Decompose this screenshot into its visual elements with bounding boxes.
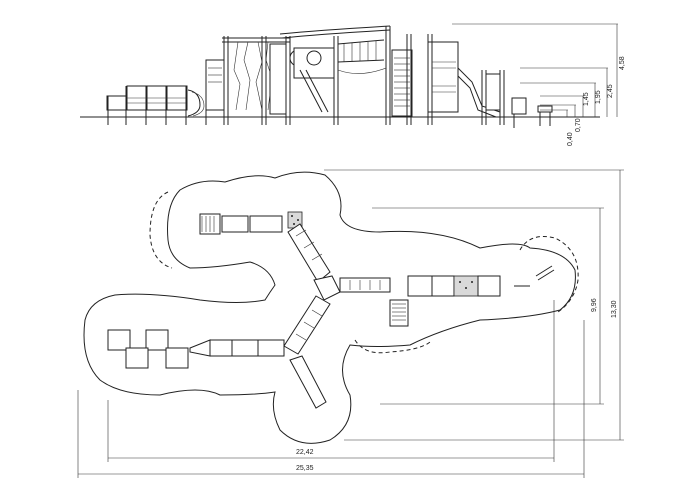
width-label-2242: 22,42 <box>296 449 314 456</box>
height-label-245: 2,45 <box>607 84 614 98</box>
plan-dimensions: 22,42 25,35 9,96 13,30 <box>77 169 624 478</box>
plan-view: 22,42 25,35 9,96 13,30 <box>77 169 624 478</box>
central-tower <box>222 25 391 125</box>
upper-left-branch <box>199 211 331 283</box>
height-label-195: 1,95 <box>595 90 602 104</box>
safety-zone-outline <box>83 171 576 444</box>
left-platform-group <box>106 59 225 125</box>
height-label-145: 1,45 <box>583 92 590 106</box>
hub-and-right-branch <box>313 265 555 327</box>
dashed-zone-left <box>149 191 173 269</box>
height-label-070: 0,70 <box>575 118 582 132</box>
dashed-zone-bottom <box>354 339 431 354</box>
width-label-2535: 25,35 <box>296 465 314 472</box>
lower-left-branch <box>107 295 331 409</box>
elevation-view: 4,58 2,45 1,95 1,45 0,70 0,40 <box>80 23 626 146</box>
height-dimensions: 4,58 2,45 1,95 1,45 0,70 0,40 <box>452 23 626 146</box>
dashed-zone-right <box>519 236 579 313</box>
depth-label-996: 9,96 <box>591 298 598 312</box>
depth-label-1330: 13,30 <box>611 300 618 318</box>
right-tower <box>391 34 553 128</box>
height-label-458: 4,58 <box>619 56 626 70</box>
height-label-040: 0,40 <box>567 132 574 146</box>
